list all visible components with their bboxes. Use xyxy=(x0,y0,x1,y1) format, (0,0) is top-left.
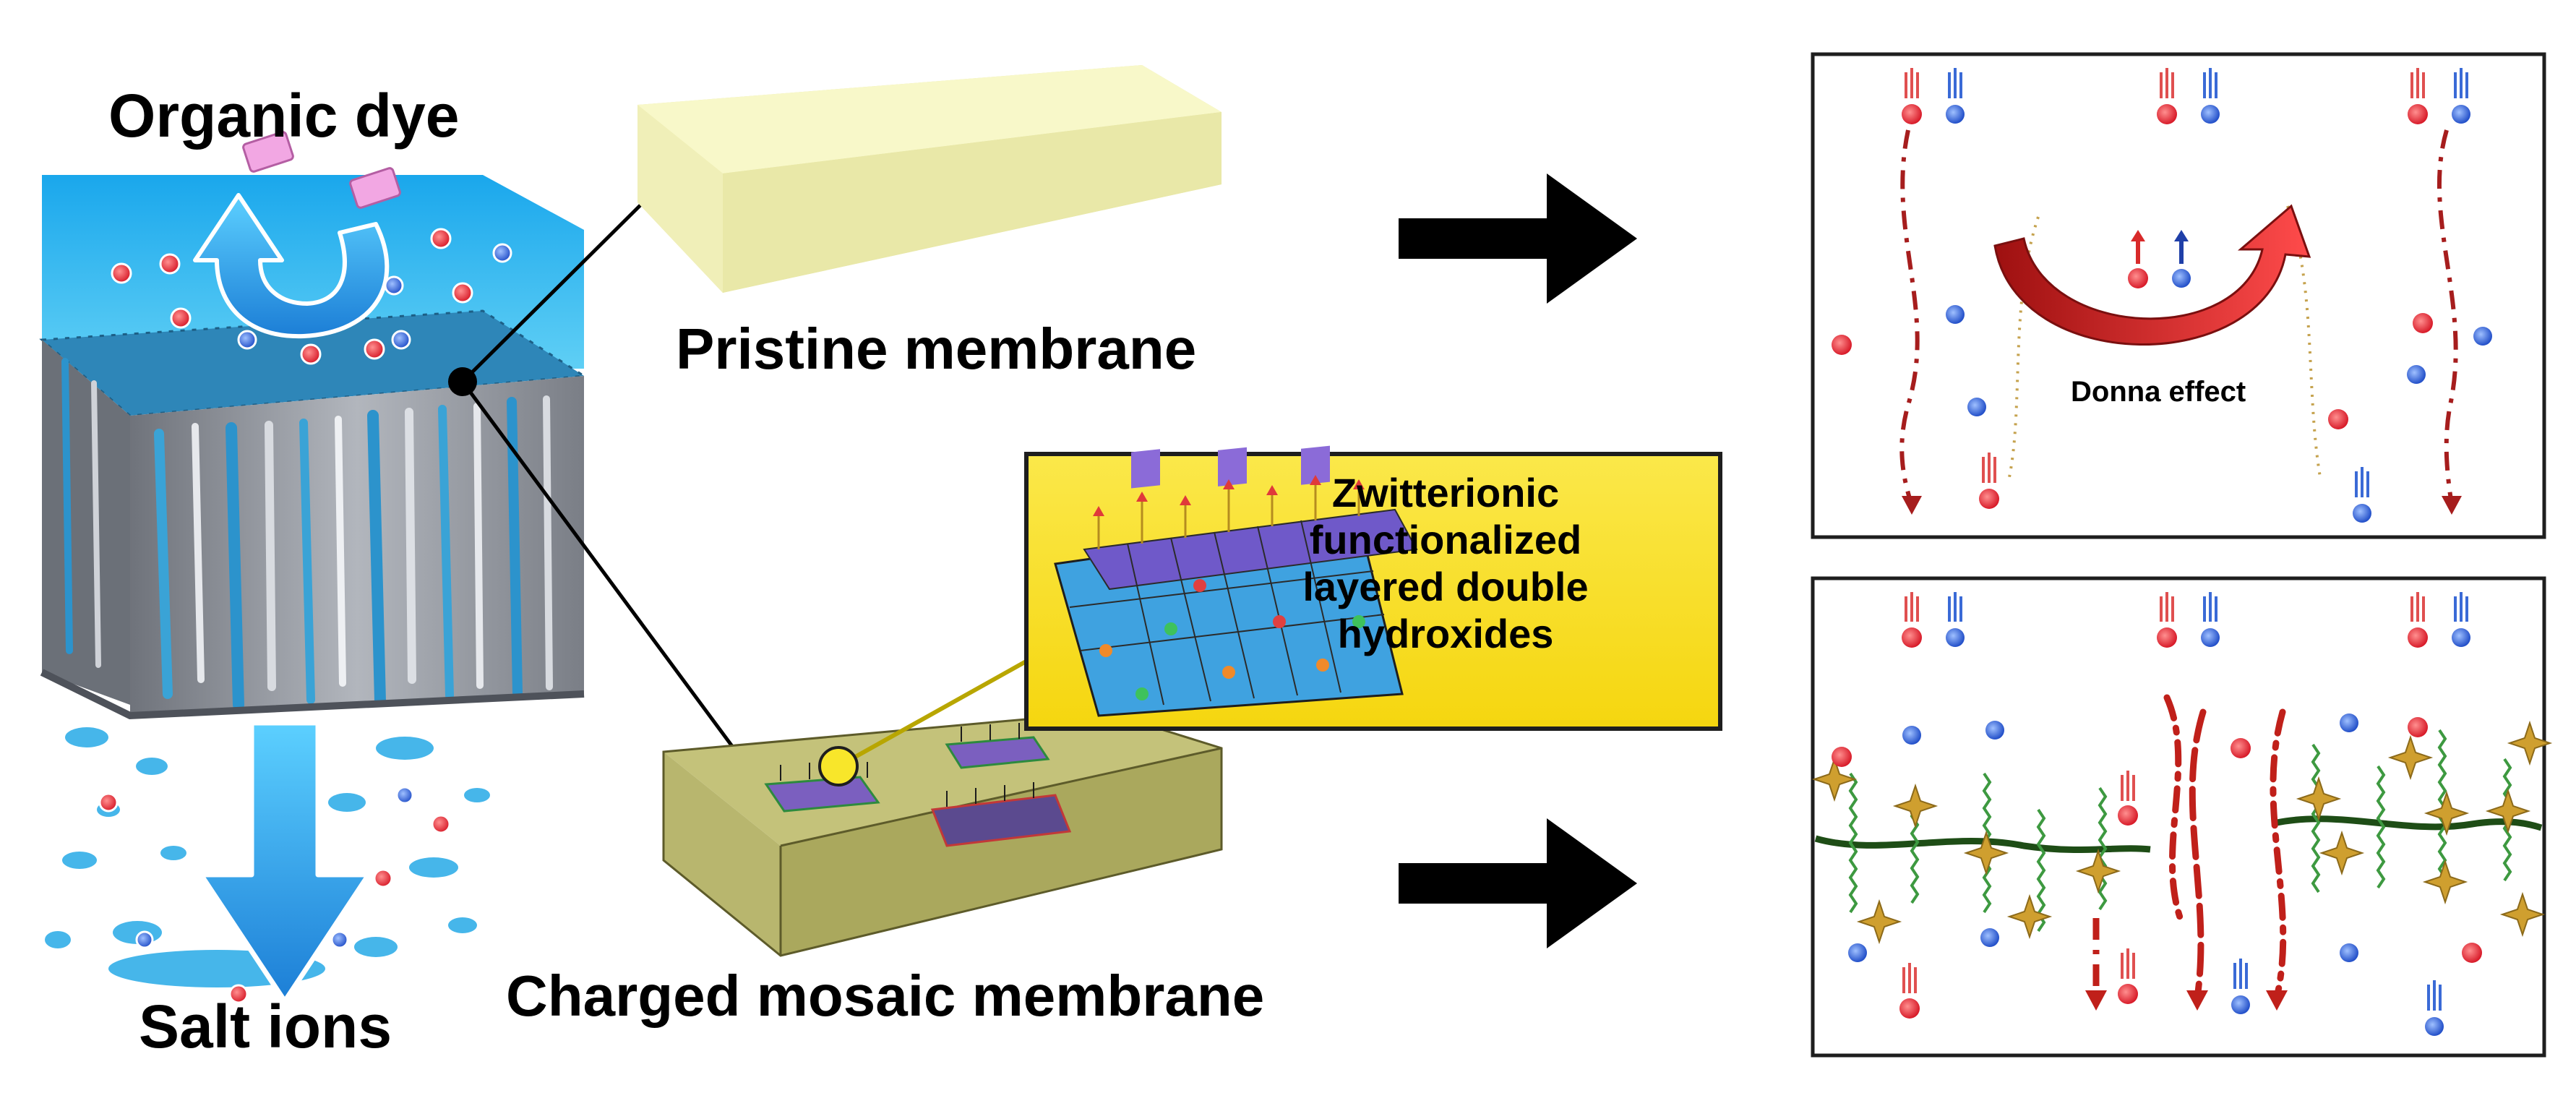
permeate-ions xyxy=(98,786,451,1004)
ldh-patch xyxy=(930,782,1072,847)
channel-flux xyxy=(2189,708,2207,1001)
permeate-arrow xyxy=(198,720,372,1004)
pore-streaks xyxy=(61,358,553,711)
ldh-callout-box xyxy=(1024,445,1722,731)
rejection-arrow xyxy=(193,193,390,339)
label-organic-dye: Organic dye xyxy=(108,82,460,150)
right-arrow xyxy=(1399,818,1637,948)
mosaic-charge-ticks xyxy=(1902,592,2468,1011)
flow-arrows xyxy=(1399,173,1637,948)
label-donnan-effect: Donna effect xyxy=(2071,376,2246,408)
pristine-slab xyxy=(637,65,1222,293)
mosaic-front xyxy=(781,748,1222,956)
panel-ions xyxy=(1832,104,2492,523)
polymer-backbone xyxy=(1814,835,2151,854)
membrane-block xyxy=(39,131,588,1004)
dye-molecule xyxy=(242,131,294,173)
channel-flux xyxy=(2270,708,2287,1001)
small-up-arrows xyxy=(2131,230,2189,264)
label-zwitterionic-line: layered double xyxy=(1302,563,1589,609)
feed-ions xyxy=(111,228,512,365)
label-charged-mosaic-membrane: Charged mosaic membrane xyxy=(506,964,1265,1028)
membrane-side-face xyxy=(130,376,584,716)
ldh-chains xyxy=(1097,479,1360,549)
label-zwitterionic-line: functionalized xyxy=(1309,516,1582,562)
mosaic-panel-ions xyxy=(1832,627,2482,1036)
pristine-top xyxy=(637,65,1222,173)
mosaic-top xyxy=(664,712,1222,846)
donnan-panel xyxy=(1811,52,2546,539)
zoom-lines xyxy=(448,190,736,750)
label-zwitterionic-line: hydroxides xyxy=(1337,610,1554,656)
ldh-patch xyxy=(945,723,1050,769)
dye-molecule xyxy=(349,167,401,209)
pristine-front xyxy=(723,112,1222,293)
label-zwitterionic-line: Zwitterionic xyxy=(1331,470,1560,515)
ldh-charges xyxy=(1099,579,1365,700)
charge-ticks xyxy=(1905,68,2468,497)
ldh-sheet xyxy=(1054,445,1418,717)
callout-point xyxy=(818,746,859,786)
mosaic-slab xyxy=(662,627,1223,957)
pristine-side xyxy=(637,105,723,293)
right-arrow xyxy=(1399,173,1637,304)
label-zwitterionic-ldh: Zwitterionic functionalized layered doub… xyxy=(1279,470,1612,658)
label-salt-ions: Salt ions xyxy=(139,993,392,1060)
channel-flux xyxy=(2163,694,2186,929)
label-pristine-membrane: Pristine membrane xyxy=(676,317,1197,381)
zoom-point xyxy=(448,367,477,396)
zwitterion-stars xyxy=(1811,720,2553,945)
mosaic-side xyxy=(664,752,781,956)
mosaic-panel xyxy=(1811,576,2553,1058)
donnan-arrow xyxy=(1993,204,2311,346)
